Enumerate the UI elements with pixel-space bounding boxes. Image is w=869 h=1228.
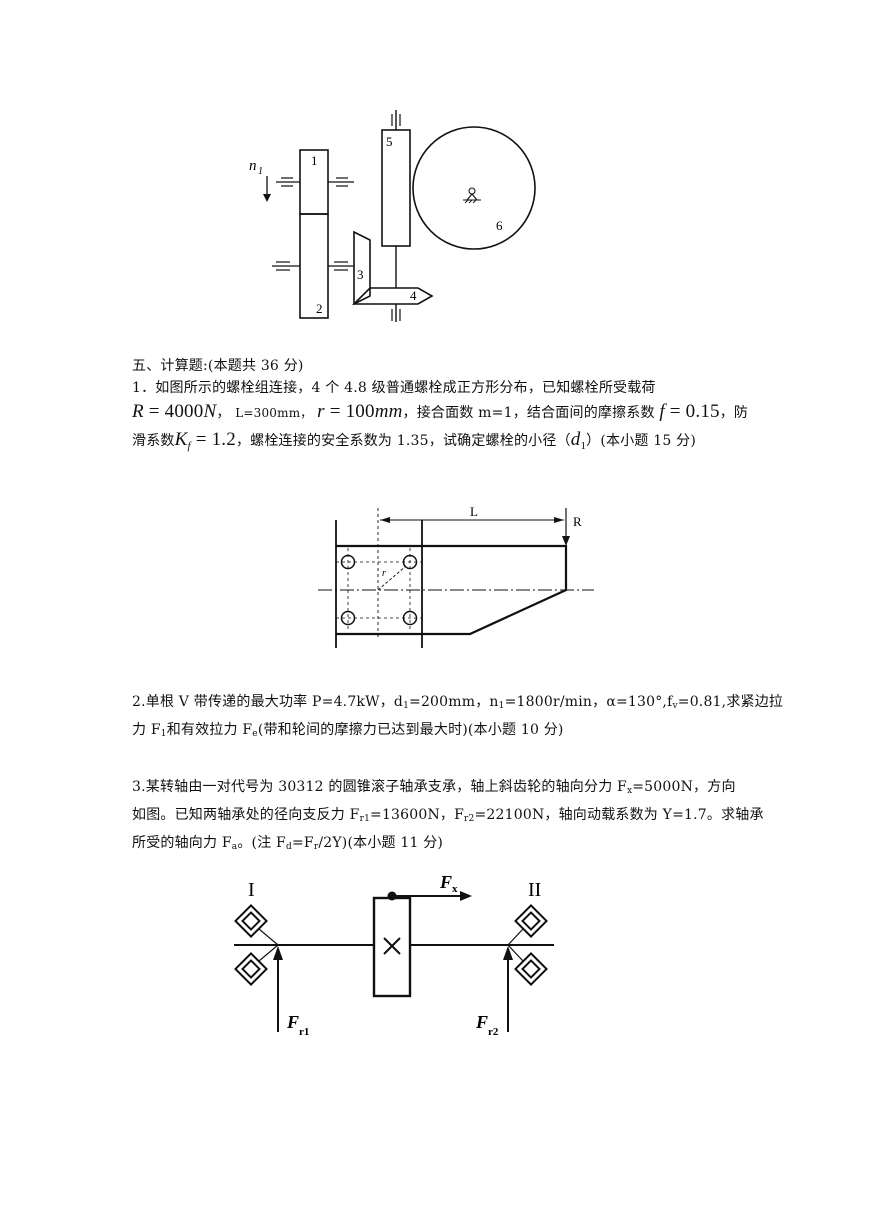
q1-r-unit: mm xyxy=(374,401,403,422)
gear-3-label: 3 xyxy=(357,267,364,282)
q1-K-symbol: K xyxy=(174,429,188,450)
dim-L-label: L xyxy=(470,504,478,519)
Fx-sub: x xyxy=(452,883,458,895)
q1-tail1: ，防 xyxy=(719,405,749,421)
q1-R-unit: N xyxy=(203,401,217,422)
q1-f-symbol: f xyxy=(659,401,665,422)
bevel-gear-4 xyxy=(352,287,434,305)
q1-K-sub: f xyxy=(187,440,191,452)
shaft-bearing-figure: F x I F r1 II F r2 xyxy=(234,872,554,1038)
n1-sub: 1 xyxy=(258,166,263,177)
gear-2 xyxy=(299,213,329,319)
gear-1-label: 1 xyxy=(311,153,318,168)
load-R-label: R xyxy=(573,514,582,529)
q1-line3b: ，螺栓连接的安全系数为 1.35，试确定螺栓的小径（ xyxy=(235,433,571,449)
q2-line1: 2.单根 V 带传递的最大功率 P=4.7kW，d1=200mm，n1=1800… xyxy=(132,694,784,711)
bevel-gear-3 xyxy=(353,230,371,306)
Fr1-sub: r1 xyxy=(299,1026,309,1038)
Fx-label: F xyxy=(439,872,452,892)
q3-line3: 所受的轴向力 Fa。(注 Fd=Fr/2Y)(本小题 11 分) xyxy=(132,835,444,852)
q1-L-text: L=300mm， xyxy=(235,406,313,420)
section-heading: 五、计算题:(本题共 36 分) xyxy=(132,358,304,374)
q3-line2: 如图。已知两轴承处的径向支反力 Fr1=13600N，Fr2=22100N，轴向… xyxy=(132,807,764,824)
gear-4-label: 4 xyxy=(410,288,417,303)
bearing-I-label: I xyxy=(248,879,255,901)
q1-f-value: 0.15 xyxy=(685,401,720,422)
q1-line1: 1．如图所示的螺栓组连接，4 个 4.8 级普通螺栓成正方形分布，已知螺栓所受载… xyxy=(132,380,656,396)
q1-line2: R = 4000N， L=300mm， r = 100mm，接合面数 m=1，结… xyxy=(132,401,749,422)
bearing-II xyxy=(507,904,548,986)
n1-label-text: n xyxy=(249,158,257,174)
q1-d-sub: 1 xyxy=(580,440,587,452)
Fr1-label: F xyxy=(286,1012,299,1032)
q1-r-symbol: r xyxy=(317,401,325,422)
gear-2-label: 2 xyxy=(316,301,323,316)
Fr2-label: F xyxy=(475,1012,488,1032)
q1-R-symbol: R xyxy=(132,401,144,422)
bearing-I xyxy=(234,904,279,986)
q1-mid-text: ，接合面数 m=1，结合面间的摩擦系数 xyxy=(402,405,655,421)
bolt-group-figure: L R r xyxy=(318,504,594,648)
bearing-II-label: II xyxy=(528,879,541,901)
worm-wheel-6 xyxy=(412,126,536,250)
q1-line3c: ）(本小题 15 分) xyxy=(586,433,697,449)
gear-train-figure: n 1 1 2 3 4 5 6 xyxy=(249,110,536,322)
radius-r-label: r xyxy=(382,568,386,579)
q1-r-value: 100 xyxy=(345,401,375,422)
q1-line3: 滑系数Kf = 1.2，螺栓连接的安全系数为 1.35，试确定螺栓的小径（d1）… xyxy=(132,429,697,453)
q1-R-value: 4000 xyxy=(164,401,204,422)
gear-5-label: 5 xyxy=(386,134,393,149)
q3-line1: 3.某转轴由一对代号为 30312 的圆锥滚子轴承支承，轴上斜齿轮的轴向分力 F… xyxy=(132,779,736,796)
Fr2-sub: r2 xyxy=(488,1026,499,1038)
gear-6-label: 6 xyxy=(496,218,503,233)
q1-line3a: 滑系数 xyxy=(132,433,175,449)
q1-K-value: 1.2 xyxy=(211,429,236,450)
q2-line2: 力 F1和有效拉力 Fe(带和轮间的摩擦力已达到最大时)(本小题 10 分) xyxy=(132,722,564,739)
q1-d-symbol: d xyxy=(570,429,581,450)
